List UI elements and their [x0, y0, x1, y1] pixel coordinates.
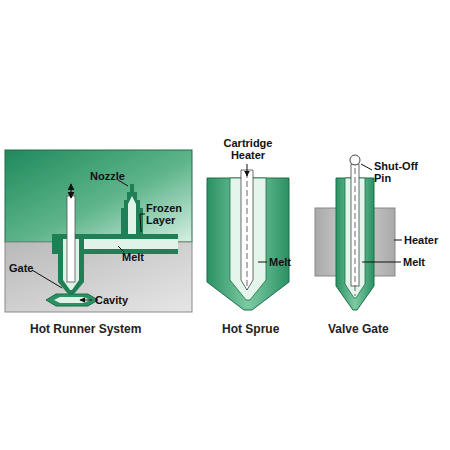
part-label: Nozzle	[90, 170, 125, 182]
part-label: Gate	[9, 262, 33, 274]
figure-caption: Hot Runner System	[30, 322, 141, 336]
hot-runner-figure	[5, 150, 192, 312]
hot-sprue-figure	[207, 164, 289, 310]
part-label: Heater	[404, 234, 438, 246]
part-label: Frozen Layer	[146, 202, 186, 226]
part-label: Melt	[403, 256, 425, 268]
part-label: Shut-Off Pin	[374, 160, 424, 184]
part-label: Cartridge Heater	[220, 137, 276, 161]
part-label: Cavity	[95, 294, 128, 306]
figure-caption: Hot Sprue	[222, 322, 279, 336]
part-label: Melt	[122, 251, 144, 263]
figure-caption: Valve Gate	[328, 322, 389, 336]
part-label: Melt	[269, 256, 291, 268]
